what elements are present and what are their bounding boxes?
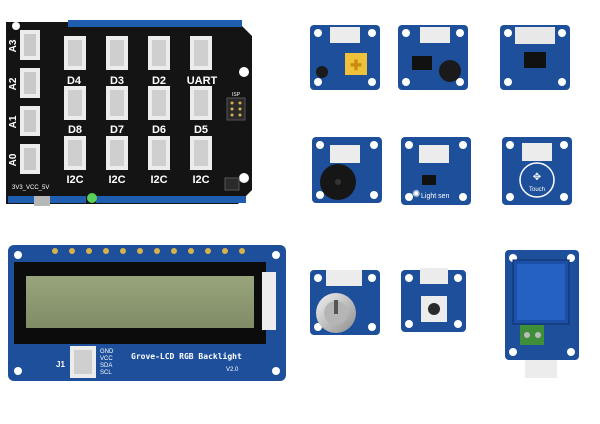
- port-label-d7: D7: [110, 124, 124, 136]
- port-label-i2c-3: I2C: [150, 174, 167, 186]
- lcd-title: Grove-LCD RGB Backlight: [131, 351, 242, 361]
- terminal-block: [520, 325, 544, 345]
- power-led: [87, 193, 97, 203]
- analog-label-a0: A0: [8, 153, 19, 166]
- button-module: ✚: [310, 25, 380, 90]
- touch-pad: [519, 162, 555, 198]
- buzzer-module: [312, 137, 382, 203]
- lcd-pin-vcc: VCC: [100, 356, 113, 362]
- light-sensor-module: ✺ Light sen: [401, 137, 471, 205]
- analog-connectors: [20, 30, 40, 174]
- port-label-uart: UART: [187, 75, 218, 87]
- port-label-d3: D3: [110, 75, 124, 87]
- port-label-d4: D4: [67, 75, 82, 87]
- port-label-d6: D6: [152, 124, 166, 136]
- port-label-i2c-1: I2C: [66, 174, 83, 186]
- light-sensor-label: Light sen: [421, 193, 450, 200]
- lcd-connector-ref: J1: [56, 360, 65, 369]
- lcd-top-pins: [52, 248, 245, 254]
- microphone: [439, 60, 461, 82]
- analog-label-a3: A3: [8, 39, 19, 52]
- button-cap: [345, 53, 367, 75]
- port-label-i2c-4: I2C: [192, 174, 209, 186]
- led-module: [401, 268, 466, 332]
- touch-sensor-module: ✥ Touch: [502, 137, 572, 205]
- port-label-d8: D8: [68, 124, 82, 136]
- lcd-rgb-backlight-module: J1 GND VCC SDA SCL Grove-LCD RGB Backlig…: [8, 245, 286, 381]
- port-label-d5: D5: [194, 124, 208, 136]
- lcd-pin-gnd: GND: [100, 349, 114, 355]
- relay-module: [505, 250, 579, 378]
- lcd-pin-sda: SDA: [100, 363, 112, 369]
- analog-label-a2: A2: [8, 77, 19, 90]
- digital-connector-grid: [64, 36, 212, 170]
- plus-icon: ✚: [350, 57, 362, 73]
- lcd-version: V2.0: [226, 367, 239, 373]
- lcd-pin-scl: SCL: [100, 370, 112, 376]
- port-label-d2: D2: [152, 75, 166, 87]
- rotary-angle-module: [310, 270, 380, 335]
- analog-label-a1: A1: [8, 115, 19, 128]
- sun-icon: ✺: [412, 189, 420, 200]
- port-label-i2c-2: I2C: [108, 174, 125, 186]
- base-shield: A3 A2 A1 A0: [6, 20, 252, 206]
- touch-label: Touch: [529, 187, 545, 193]
- voltage-switch-label: 3V3_VCC_5V: [12, 185, 49, 191]
- sound-sensor-module: [398, 25, 468, 90]
- rtc-module: [500, 25, 570, 90]
- lcd-screen: [26, 276, 254, 328]
- touch-icon: ✥: [533, 172, 541, 183]
- isp-label: ISP: [232, 92, 241, 98]
